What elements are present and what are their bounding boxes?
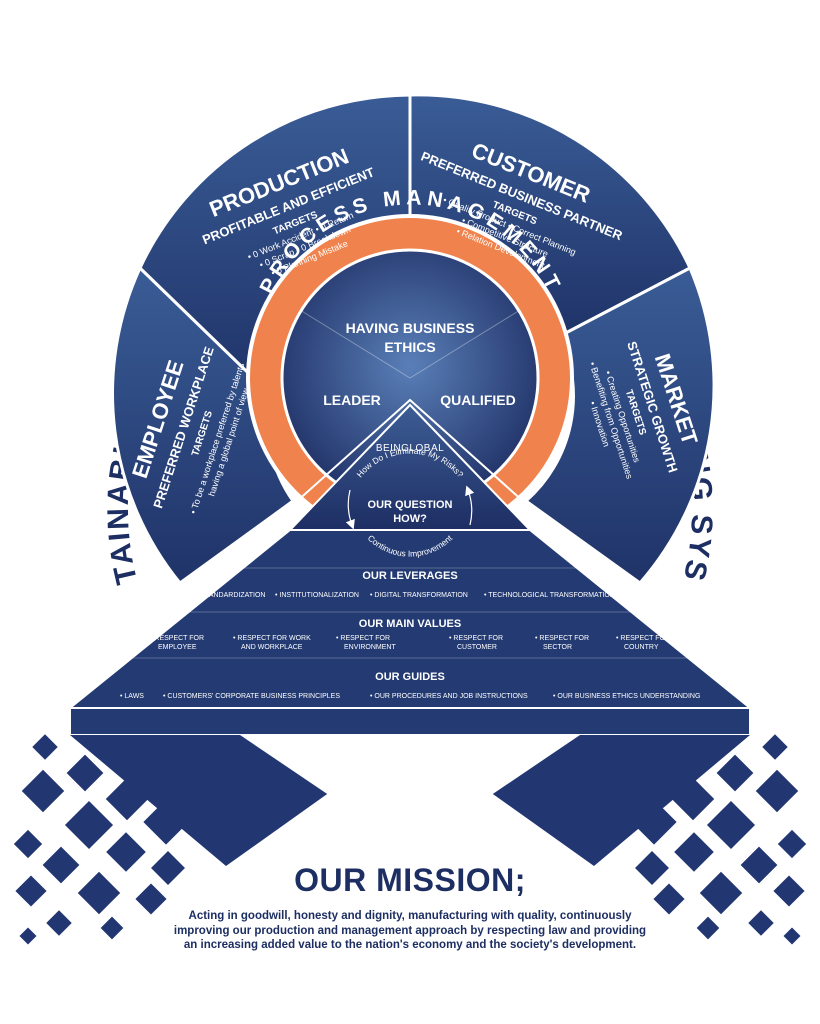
mission-statement: Acting in goodwill, honesty and dignity,… <box>140 909 680 953</box>
core-top-line2: ETHICS <box>384 339 435 355</box>
mission-title: OUR MISSION; <box>294 862 526 898</box>
guide-item: • OUR PROCEDURES AND JOB INSTRUCTIONS <box>370 693 528 700</box>
question-title-line2: HOW? <box>393 513 427 525</box>
guide-item: • LAWS <box>120 693 144 700</box>
value-item: • RESPECT FOR <box>150 635 204 642</box>
value-item: EMPLOYEE <box>158 644 197 651</box>
value-item: AND WORKPLACE <box>241 644 303 651</box>
leverages-title: OUR LEVERAGES <box>362 570 457 582</box>
mission-line: an increasing added value to the nation'… <box>183 939 637 951</box>
core-divider <box>299 309 411 379</box>
value-item: COUNTRY <box>624 644 659 651</box>
segment-market <box>523 265 716 586</box>
question-title-line1: OUR QUESTION <box>368 499 453 511</box>
core-top-line1: HAVING BUSINESS <box>346 320 475 336</box>
pyramid-white-outline <box>63 398 757 709</box>
value-item: ENVIRONMENT <box>344 644 396 651</box>
leverage-item: • INSTITUTIONALIZATION <box>275 592 359 599</box>
leverage-item: • TECHNOLOGICAL TRANSFORMATION <box>484 592 615 599</box>
chevron-notch <box>240 735 580 850</box>
core-right-label: QUALIFIED <box>440 392 515 408</box>
value-item: • RESPECT FOR <box>616 635 670 642</box>
value-item: • RESPECT FOR <box>535 635 589 642</box>
core-left-label: LEADER <box>323 392 381 408</box>
value-item: • RESPECT FOR <box>336 635 390 642</box>
leverage-item: • DIGITAL TRANSFORMATION <box>370 592 468 599</box>
leverage-item: • STANDARDIZATION <box>196 592 265 599</box>
cycle-arrow-icon <box>345 489 355 530</box>
values-title: OUR MAIN VALUES <box>359 618 461 630</box>
value-item: SECTOR <box>543 644 572 651</box>
mission-line: Acting in goodwill, honesty and dignity,… <box>188 910 632 922</box>
mission-line: improving our production and management … <box>173 924 647 937</box>
value-item: • RESPECT FOR WORK <box>233 635 311 642</box>
guides-title: OUR GUIDES <box>375 671 445 683</box>
cycle-arrow-icon <box>465 485 475 526</box>
semicircle-segments <box>111 93 716 586</box>
pyramid: BEINGLOBAL How Do I Eliminate My Risks? … <box>63 398 757 736</box>
guide-item: • CUSTOMERS' CORPORATE BUSINESS PRINCIPL… <box>163 693 340 700</box>
core-divider <box>409 309 521 379</box>
guide-item: • OUR BUSINESS ETHICS UNDERSTANDING <box>553 693 700 700</box>
value-item: • RESPECT FOR <box>449 635 503 642</box>
value-item: CUSTOMER <box>457 644 497 651</box>
brand-logo: BEINGLOBAL <box>376 443 444 454</box>
